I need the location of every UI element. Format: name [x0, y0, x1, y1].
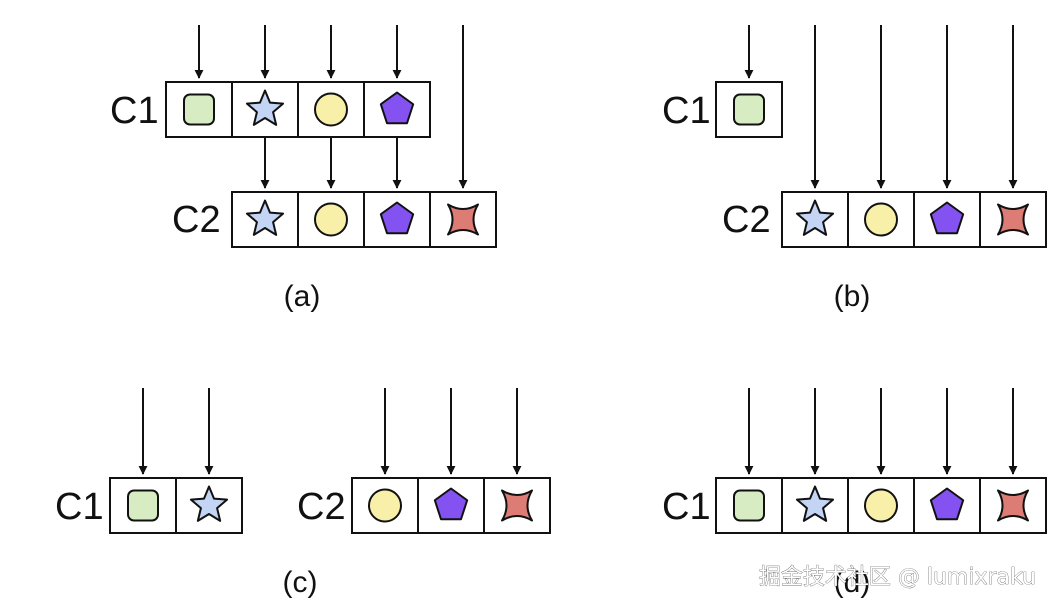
- circle-item: [864, 488, 898, 523]
- cross-item: [447, 203, 479, 236]
- chain-label-c2: C2: [297, 486, 346, 528]
- star-icon: [189, 485, 229, 522]
- square-icon: [733, 489, 765, 522]
- pentagon-icon: [929, 201, 965, 235]
- star-icon: [245, 199, 285, 236]
- pentagon-icon: [379, 91, 415, 125]
- square-item: [183, 93, 215, 126]
- pentagon-item: [929, 487, 965, 521]
- cross-icon: [997, 489, 1029, 522]
- caption-b: (b): [834, 280, 871, 313]
- star-item: [189, 485, 229, 522]
- circle-item: [314, 92, 348, 127]
- watermark: 掘金技术社区 @ lumixraku: [759, 565, 1036, 590]
- chain-label-c1: C1: [110, 90, 159, 132]
- circle-icon: [368, 488, 402, 523]
- square-item: [733, 93, 765, 126]
- panel-c: C1 C2 (c): [55, 388, 551, 599]
- star-icon: [795, 485, 835, 522]
- panel-d: C1 (d): [662, 388, 1047, 599]
- chain-label-c1: C1: [662, 90, 711, 132]
- cross-item: [997, 489, 1029, 522]
- pentagon-icon: [433, 487, 469, 521]
- square-icon: [733, 93, 765, 126]
- caption-a: (a): [284, 280, 321, 313]
- pentagon-icon: [379, 201, 415, 235]
- circle-item: [864, 202, 898, 237]
- square-item: [127, 489, 159, 522]
- star-item: [245, 199, 285, 236]
- star-item: [795, 199, 835, 236]
- cross-item: [997, 203, 1029, 236]
- pentagon-icon: [929, 487, 965, 521]
- circle-icon: [314, 202, 348, 237]
- star-icon: [245, 89, 285, 126]
- circle-item: [314, 202, 348, 237]
- pentagon-item: [379, 201, 415, 235]
- cross-icon: [447, 203, 479, 236]
- star-icon: [795, 199, 835, 236]
- panel-b: C1 C2 (b): [662, 25, 1047, 313]
- chain-label-c2: C2: [722, 199, 771, 241]
- square-icon: [127, 489, 159, 522]
- circle-icon: [864, 488, 898, 523]
- pentagon-item: [379, 91, 415, 125]
- cross-icon: [997, 203, 1029, 236]
- chain-label-c1: C1: [55, 486, 104, 528]
- pentagon-item: [929, 201, 965, 235]
- caption-c: (c): [283, 566, 318, 599]
- caption-d: (d): [834, 566, 871, 599]
- square-item: [733, 489, 765, 522]
- star-item: [245, 89, 285, 126]
- panel-a: C1 C2 (a): [110, 25, 497, 313]
- circle-item: [368, 488, 402, 523]
- circle-icon: [314, 92, 348, 127]
- star-item: [795, 485, 835, 522]
- chain-label-c2: C2: [172, 199, 221, 241]
- pentagon-item: [433, 487, 469, 521]
- chain-label-c1: C1: [662, 486, 711, 528]
- cross-item: [501, 489, 533, 522]
- cross-icon: [501, 489, 533, 522]
- square-icon: [183, 93, 215, 126]
- circle-icon: [864, 202, 898, 237]
